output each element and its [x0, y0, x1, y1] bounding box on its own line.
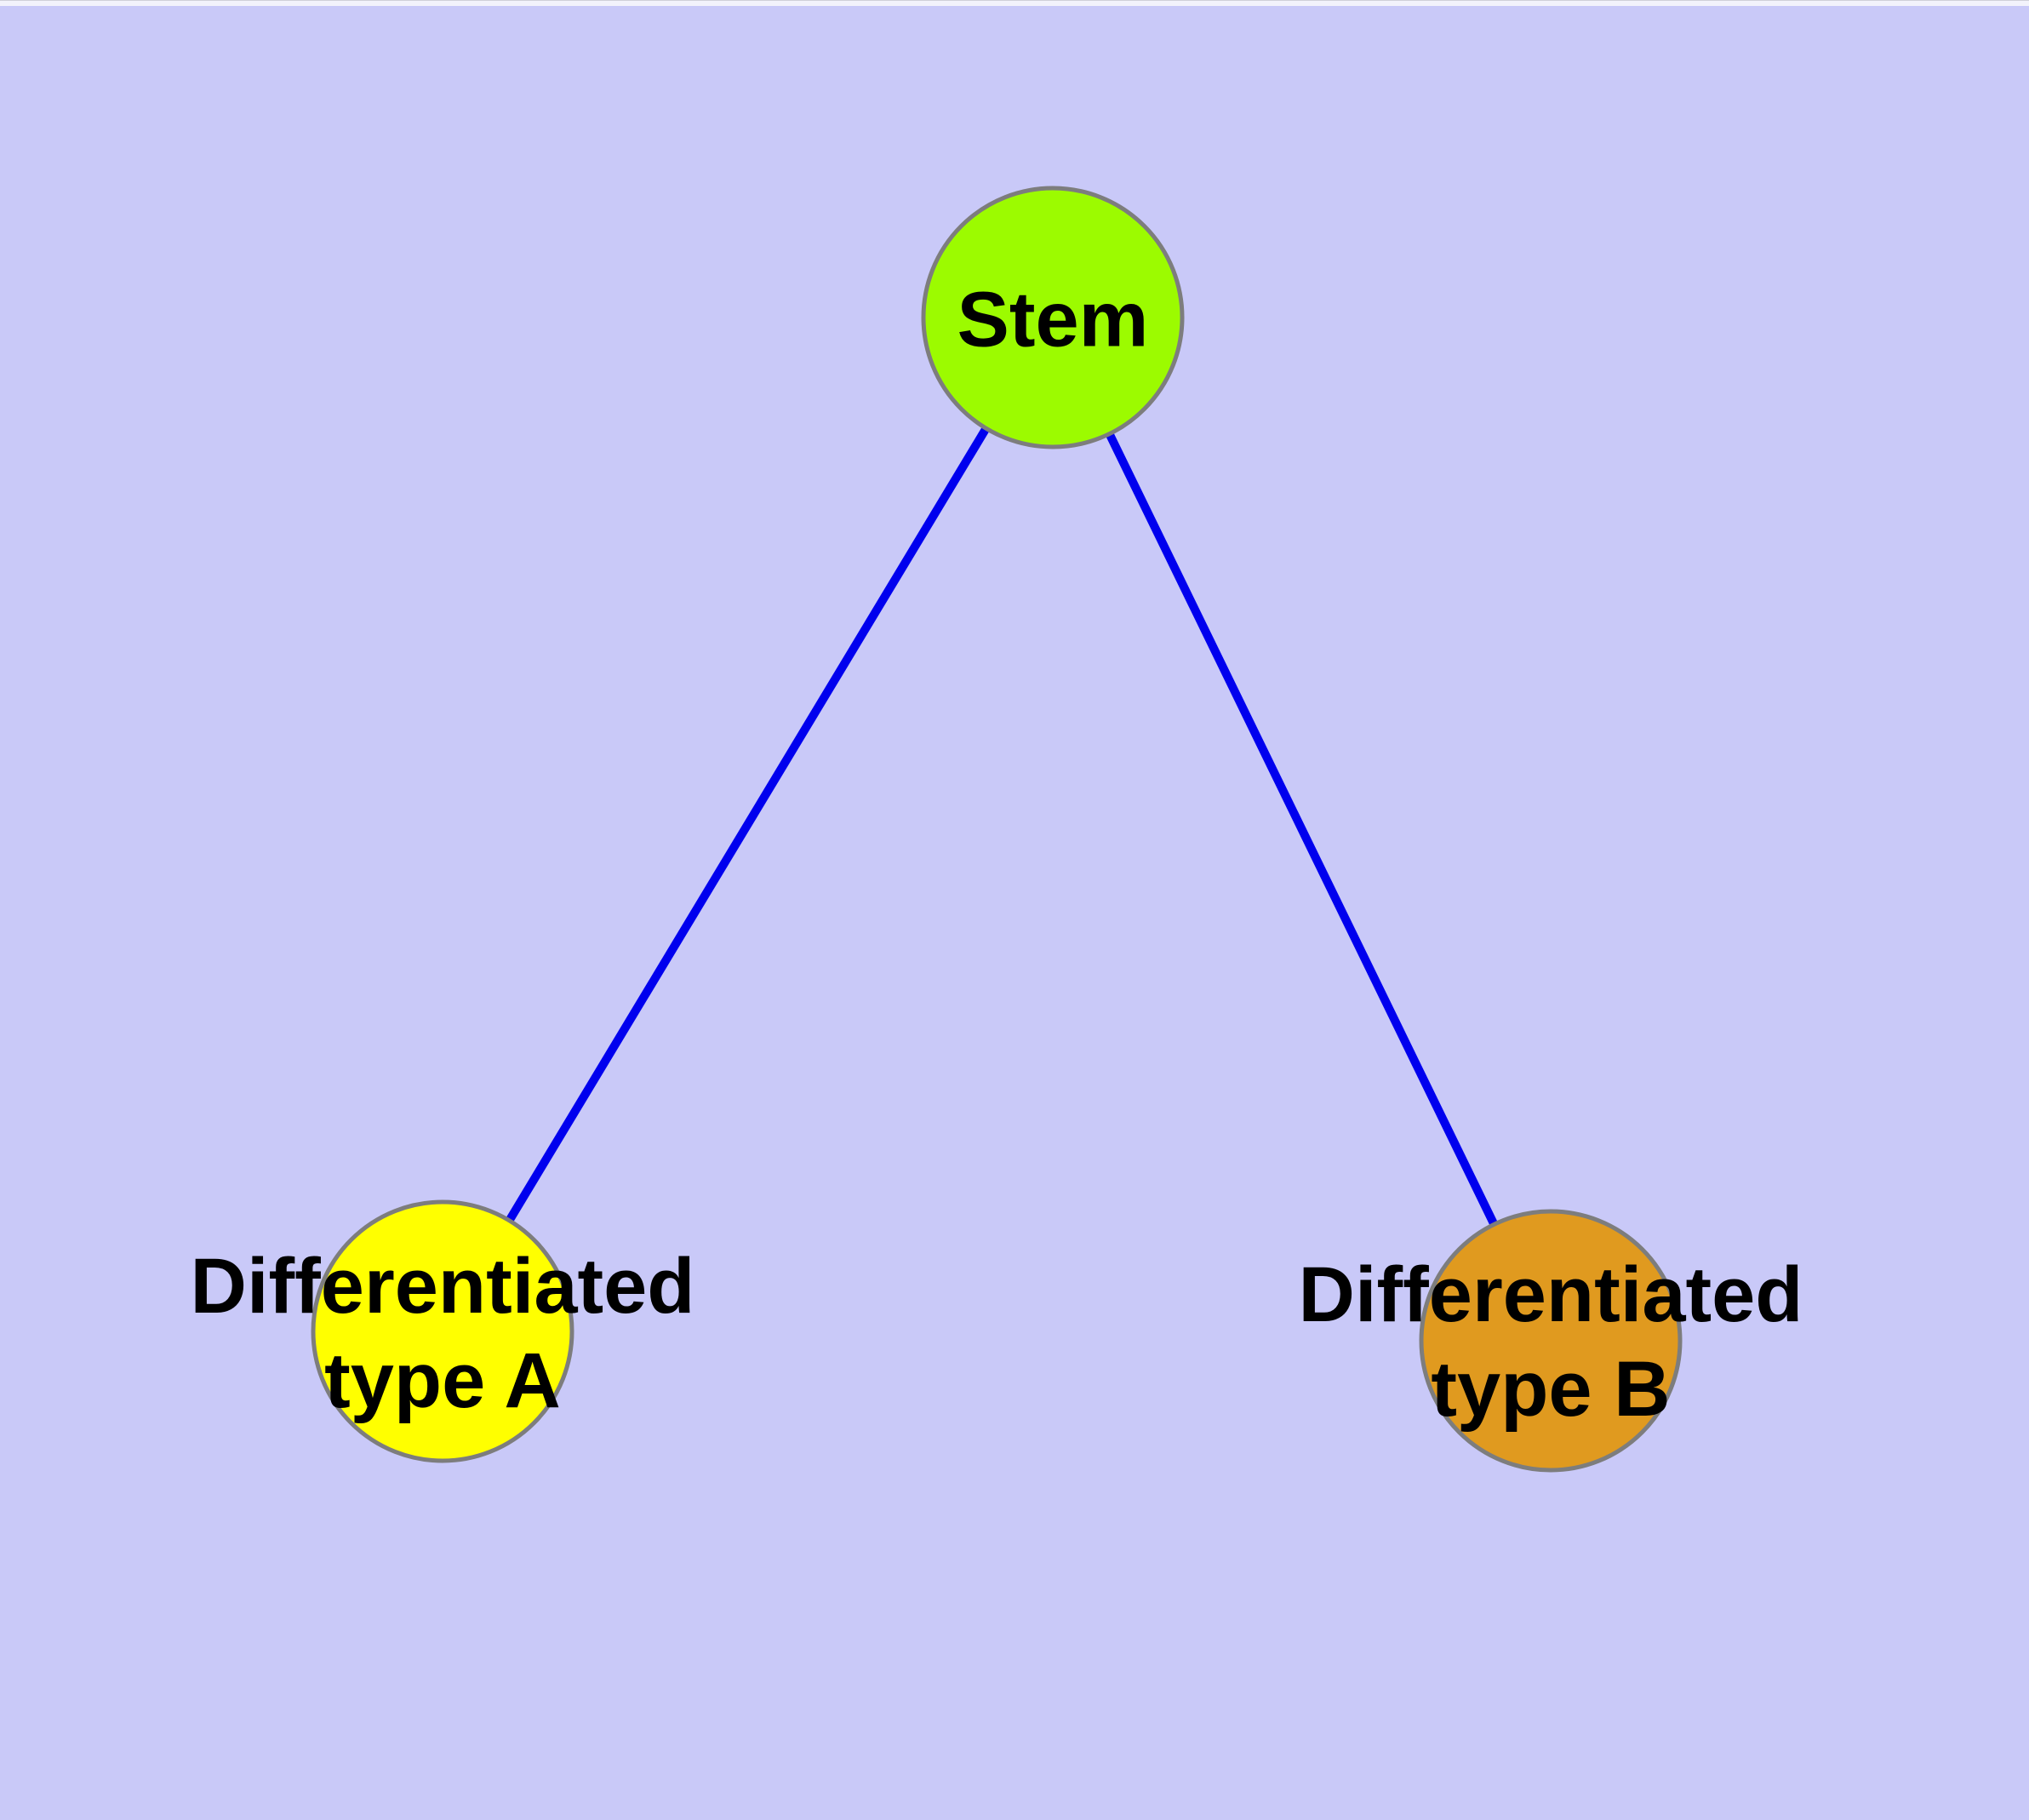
node-type-a-label: Differentiated type A: [191, 1239, 695, 1428]
top-margin-strip: [0, 0, 2029, 6]
node-stem-label: Stem: [957, 273, 1149, 368]
edge-stem-to-type-a: [438, 315, 1057, 1334]
node-label-line: Differentiated: [1298, 1251, 1803, 1338]
node-label-line: Differentiated: [190, 1243, 695, 1330]
node-label-line: type A: [324, 1337, 561, 1424]
edge-stem-to-type-b: [1049, 315, 1555, 1343]
node-label-line: Stem: [957, 276, 1149, 363]
node-stem-circle: [921, 186, 1185, 449]
node-type-a-circle: [311, 1199, 574, 1463]
node-label-line: type B: [1431, 1346, 1671, 1433]
node-type-b-label: Differentiated type B: [1299, 1248, 1803, 1437]
node-type-b-circle: [1419, 1209, 1683, 1473]
